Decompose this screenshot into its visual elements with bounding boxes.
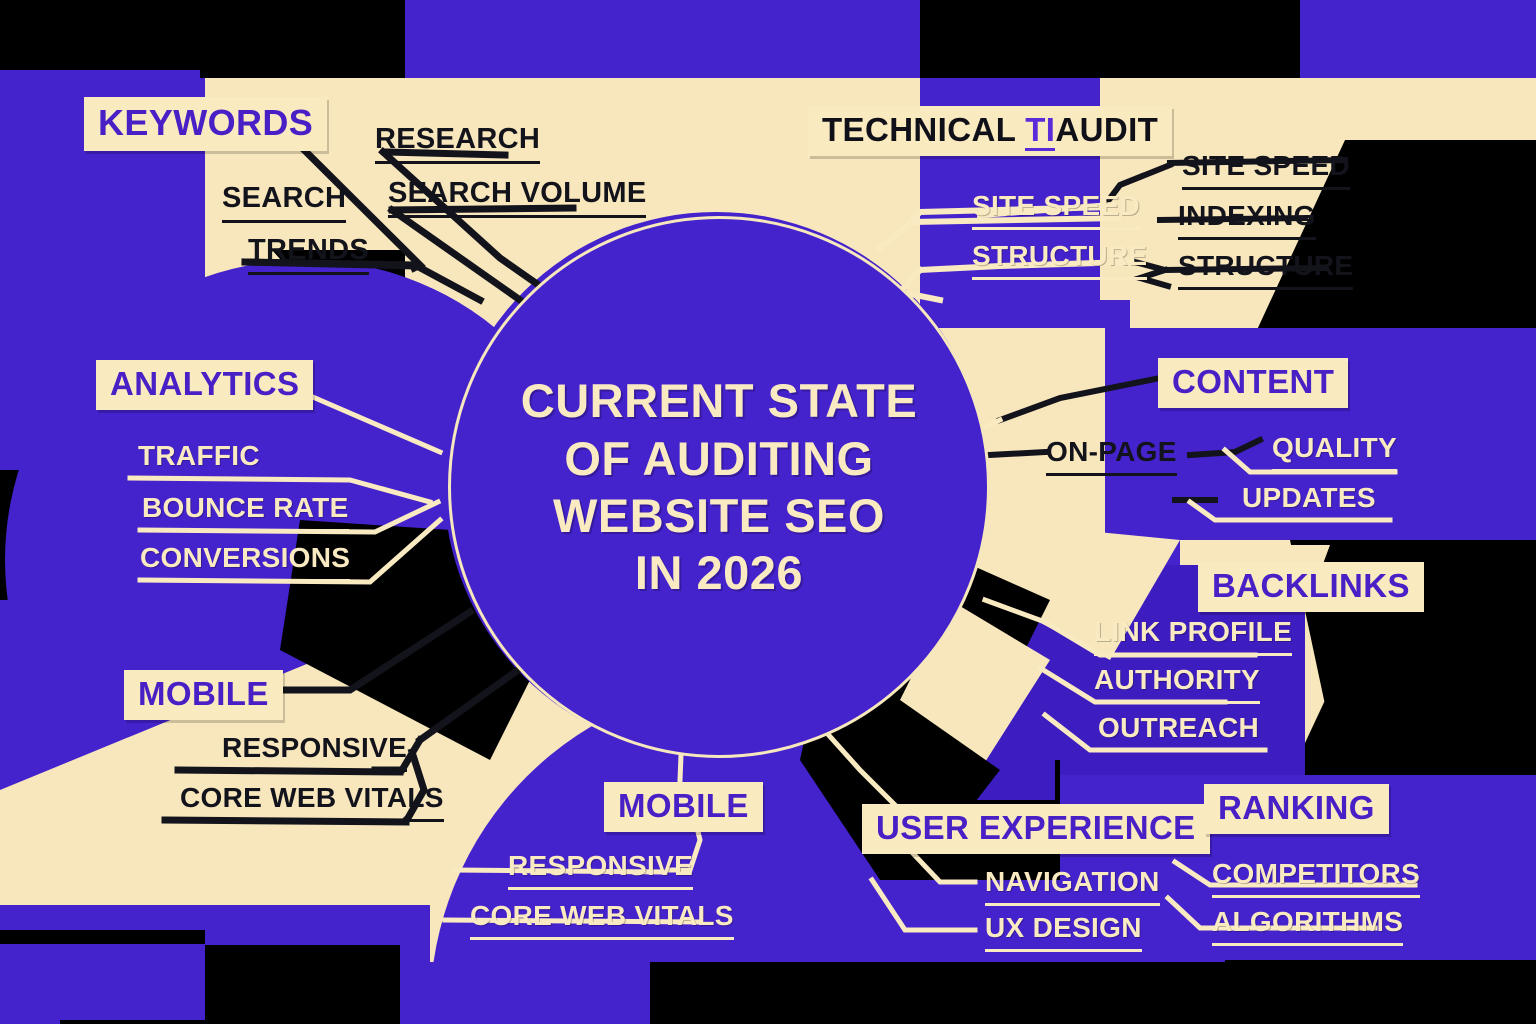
leaf-analytics-traffic[interactable]: TRAFFIC: [138, 440, 260, 480]
leaf-keywords-search[interactable]: SEARCH: [222, 182, 347, 223]
branch-label-keywords[interactable]: KEYWORDS: [84, 97, 328, 151]
leaf-analytics-conversions[interactable]: CONVERSIONS: [140, 542, 351, 582]
branch-label-backlinks[interactable]: BACKLINKS: [1198, 562, 1424, 612]
branch-label-ranking[interactable]: RANKING: [1204, 784, 1389, 834]
branch-label-technical-audit[interactable]: TECHNICAL TIAUDIT: [808, 106, 1173, 156]
leaf-technical-site-speed-2[interactable]: SITE SPEED: [1182, 150, 1350, 190]
leaf-content-quality[interactable]: QUALITY: [1272, 432, 1397, 472]
leaf-ux-navigation[interactable]: NAVIGATION: [985, 866, 1160, 906]
leaf-content-on-page[interactable]: ON-PAGE: [1046, 436, 1177, 476]
leaf-ux-ux-design[interactable]: UX DESIGN: [985, 912, 1142, 952]
branch-label-analytics[interactable]: ANALYTICS: [96, 360, 314, 410]
central-line-4: IN 2026: [634, 546, 804, 600]
leaf-technical-indexing[interactable]: INDEXING: [1178, 200, 1316, 240]
central-line-1: CURRENT STATE: [520, 374, 918, 428]
leaf-technical-structure[interactable]: STRUCTURE: [972, 240, 1148, 280]
leaf-technical-site-speed[interactable]: SITE SPEED: [972, 190, 1140, 230]
technical-label-post: AUDIT: [1055, 111, 1159, 148]
leaf-content-updates[interactable]: UPDATES: [1242, 482, 1376, 522]
leaf-mobile-left-core-web-vitals[interactable]: CORE WEB VITALS: [180, 782, 444, 822]
leaf-mobile-left-responsive[interactable]: RESPONSIVE: [222, 732, 408, 772]
leaf-ranking-competitors[interactable]: COMPETITORS: [1212, 858, 1421, 898]
leaf-backlinks-authority[interactable]: AUTHORITY: [1094, 664, 1261, 704]
leaf-keywords-trends[interactable]: TRENDS: [248, 234, 370, 275]
leaf-technical-structure-2[interactable]: STRUCTURE: [1178, 250, 1354, 290]
central-topic: CURRENT STATE OF AUDITING WEBSITE SEO IN…: [448, 216, 990, 758]
leaf-keywords-search-volume[interactable]: SEARCH VOLUME: [388, 177, 647, 218]
leaf-backlinks-link-profile[interactable]: LINK PROFILE: [1094, 616, 1293, 656]
central-topic-text: CURRENT STATE OF AUDITING WEBSITE SEO IN…: [495, 372, 943, 601]
branch-label-user-experience[interactable]: USER EXPERIENCE: [862, 804, 1210, 854]
branch-label-mobile-left[interactable]: MOBILE: [124, 670, 283, 720]
central-line-2: OF AUDITING: [564, 431, 874, 485]
central-line-3: WEBSITE SEO: [553, 489, 885, 542]
leaf-ranking-algorithms[interactable]: ALGORITHMS: [1212, 906, 1404, 946]
technical-label-pre: TECHNICAL: [822, 111, 1026, 148]
leaf-mobile-bottom-core-web-vitals[interactable]: CORE WEB VITALS: [470, 900, 734, 940]
leaf-analytics-bounce-rate[interactable]: BOUNCE RATE: [142, 492, 349, 532]
branch-label-content[interactable]: CONTENT: [1158, 358, 1349, 408]
branch-label-mobile-bottom[interactable]: MOBILE: [604, 782, 763, 832]
leaf-mobile-bottom-responsive[interactable]: RESPONSIVE: [508, 850, 694, 890]
leaf-backlinks-outreach[interactable]: OUTREACH: [1098, 712, 1260, 752]
leaf-keywords-research[interactable]: RESEARCH: [375, 123, 541, 164]
technical-label-highlight: TI: [1025, 111, 1056, 151]
